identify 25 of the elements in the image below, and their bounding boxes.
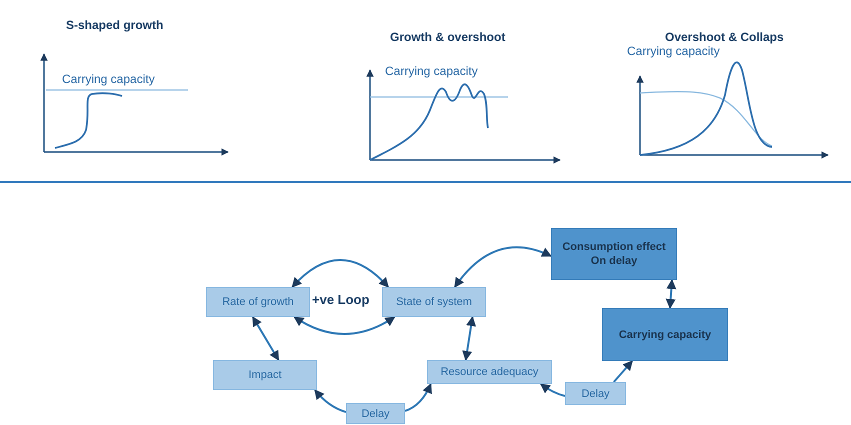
arrow	[252, 316, 280, 361]
arrow	[454, 246, 552, 288]
arrow	[613, 360, 633, 383]
arrow	[666, 279, 676, 309]
line-label: Carrying capacity	[627, 44, 720, 58]
arrow	[462, 316, 476, 361]
process-box: Delay	[565, 382, 626, 405]
process-box: Delay	[346, 403, 405, 424]
process-box: Impact	[213, 360, 317, 390]
arrow	[404, 383, 432, 412]
line-label: Carrying capacity	[62, 72, 155, 86]
arrow	[540, 383, 566, 397]
loop-label: +ve Loop	[312, 292, 370, 307]
line-label: Carrying capacity	[385, 64, 478, 78]
process-box: Resource adequacy	[427, 360, 552, 384]
arrow	[292, 259, 389, 288]
process-box: Rate of growth	[206, 287, 310, 317]
process-box: Carrying capacity	[602, 308, 728, 361]
arrow	[314, 389, 346, 413]
chart-title: Growth & overshoot	[390, 30, 506, 44]
process-box: State of system	[382, 287, 486, 317]
process-box: Consumption effect On delay	[551, 228, 677, 280]
arrow	[294, 316, 396, 335]
chart-title: Overshoot & Collaps	[665, 30, 784, 44]
chart-title: S-shaped growth	[66, 18, 164, 32]
